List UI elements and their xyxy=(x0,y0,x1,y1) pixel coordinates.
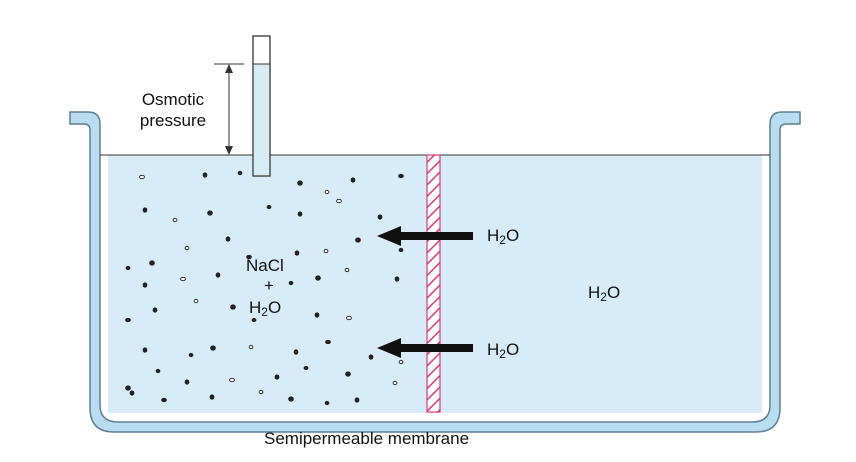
solute-particle xyxy=(344,267,350,273)
solute-particle xyxy=(398,173,404,179)
solute-particle xyxy=(230,304,236,310)
solute-particle xyxy=(125,265,131,271)
pressure-arrowhead-down xyxy=(225,146,233,155)
membrane-caption: Semipermeable membrane xyxy=(264,429,470,448)
solute-particle xyxy=(398,359,404,365)
flow-arrow-top xyxy=(377,226,473,246)
solute-particle xyxy=(266,204,272,210)
solute-particle xyxy=(368,354,374,360)
solute-particle xyxy=(215,272,221,278)
semipermeable-membrane xyxy=(426,154,441,413)
solute-particle xyxy=(155,368,161,374)
solute-particle xyxy=(258,389,264,395)
h2o-arrow-top-label: H2O xyxy=(487,226,520,247)
flow-arrow-bottom xyxy=(377,338,473,358)
solute-particle xyxy=(184,379,190,385)
solute-particle xyxy=(210,345,216,351)
h2o-right-label: H2O xyxy=(588,283,621,304)
solute-particle xyxy=(142,282,148,288)
solute-particle xyxy=(355,237,361,243)
solute-particle xyxy=(246,254,252,260)
solute-particle xyxy=(274,374,280,380)
solute-particle xyxy=(354,397,360,403)
solute-particle xyxy=(350,177,356,183)
solute-particle xyxy=(346,315,352,321)
solute-particle xyxy=(314,312,320,318)
solute-particle xyxy=(345,371,351,377)
solute-particle xyxy=(377,214,383,220)
osmotic-pressure-line1: Osmotic xyxy=(141,90,205,109)
solute-particle xyxy=(229,377,235,383)
solute-particle xyxy=(324,189,330,195)
solute-particle xyxy=(394,276,400,282)
solute-particle xyxy=(288,280,294,286)
solute-particle xyxy=(142,207,148,213)
solute-particle xyxy=(202,172,208,178)
solute-particle xyxy=(248,344,254,350)
solute-particle xyxy=(293,349,299,355)
solute-particle xyxy=(237,170,243,176)
solute-particle xyxy=(149,260,155,266)
solute-particle xyxy=(288,396,294,402)
solute-particle xyxy=(225,236,231,242)
solute-particle xyxy=(125,317,131,323)
solute-particles xyxy=(125,170,404,406)
solute-particle xyxy=(303,365,309,371)
container xyxy=(69,111,801,433)
solute-particle xyxy=(139,174,145,180)
tube-liquid-column xyxy=(254,64,269,175)
solute-particle xyxy=(294,250,300,256)
solute-particle xyxy=(398,247,404,253)
solute-particle xyxy=(209,394,215,400)
h2o-left-label: H2O xyxy=(249,298,282,319)
solute-particle xyxy=(161,397,167,403)
solute-particle xyxy=(184,245,190,251)
nacl-label: NaCl xyxy=(246,256,284,275)
solute-particle xyxy=(172,217,178,223)
solute-particle xyxy=(251,317,257,323)
solute-particle xyxy=(125,385,131,391)
solute-particle xyxy=(129,390,135,396)
solute-particle xyxy=(392,380,398,386)
solute-particle xyxy=(207,210,213,216)
solute-particle xyxy=(325,339,331,345)
solute-particle xyxy=(297,180,303,186)
solute-particle xyxy=(336,198,342,204)
solute-particle xyxy=(188,352,194,358)
h2o-arrow-bottom-label: H2O xyxy=(487,340,520,361)
solute-particle xyxy=(315,275,321,281)
solute-particle xyxy=(142,347,148,353)
solute-particle xyxy=(193,298,199,304)
solute-particle xyxy=(297,211,303,217)
plus-label: + xyxy=(264,276,274,295)
pressure-arrowhead-up xyxy=(225,64,233,73)
osmotic-pressure-line2: pressure xyxy=(139,111,207,130)
solute-particle xyxy=(152,307,158,313)
osmotic-pressure-label: Osmotic pressure xyxy=(128,89,218,131)
solute-particle xyxy=(324,400,330,406)
solute-particle xyxy=(323,248,329,254)
solute-particle xyxy=(180,276,186,282)
